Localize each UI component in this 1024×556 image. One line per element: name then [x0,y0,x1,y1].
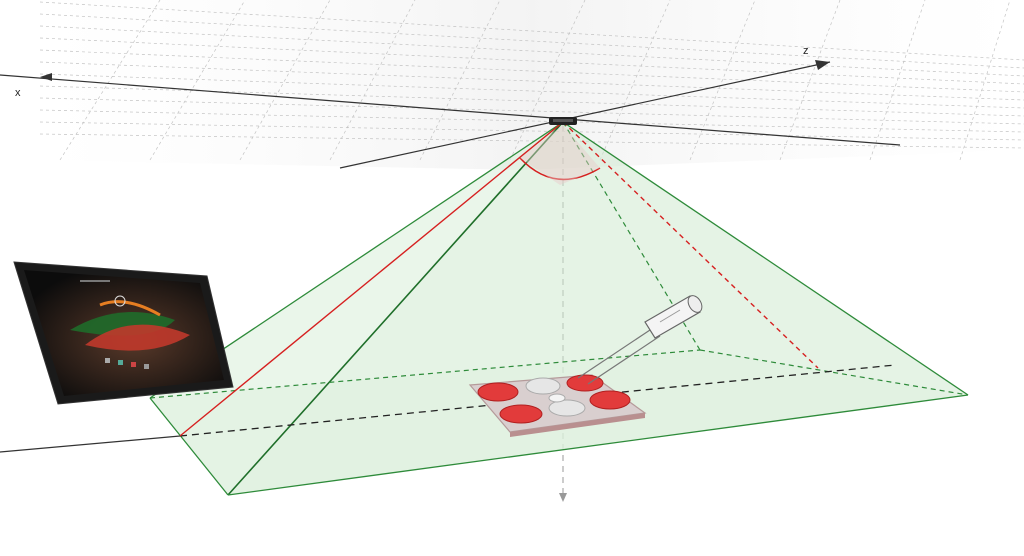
grid-line [39,97,1024,125]
grid-line [59,0,161,161]
grid-line [39,73,1024,109]
grid-line [329,0,416,161]
grid-line [39,133,1024,149]
well-red [589,390,631,410]
well-red [566,374,604,392]
camera-sensor-icon [549,117,577,125]
grid-line [39,25,1024,77]
view-rays [179,121,819,437]
grid-line [689,0,756,161]
grid-line [39,13,1024,69]
floor-line [0,435,181,453]
grid-line [239,0,331,161]
grid-line [869,0,926,161]
x-axis-label: x [15,87,21,99]
well-red [499,404,543,424]
grid-line [149,0,246,161]
tablet-icon [13,261,234,405]
x-axis: x [0,73,901,146]
grid-line [39,61,1024,101]
grid-line [779,0,841,161]
well-red [477,382,519,402]
well-plate-icon [468,374,647,437]
pipette-icon [577,295,703,385]
grid-line [599,0,671,161]
z-axis: z [339,45,831,169]
grid-line [959,0,1011,161]
ceiling-grid [39,0,1024,170]
grid-line [39,109,1024,133]
grid-line [39,121,1024,141]
well-clear [548,399,586,417]
well-clear [525,377,561,395]
grid-line [39,49,1024,93]
grid-line [39,37,1024,85]
z-axis-label: z [803,45,809,57]
grid-line [39,1,1024,61]
view-angle-arc [519,157,601,181]
